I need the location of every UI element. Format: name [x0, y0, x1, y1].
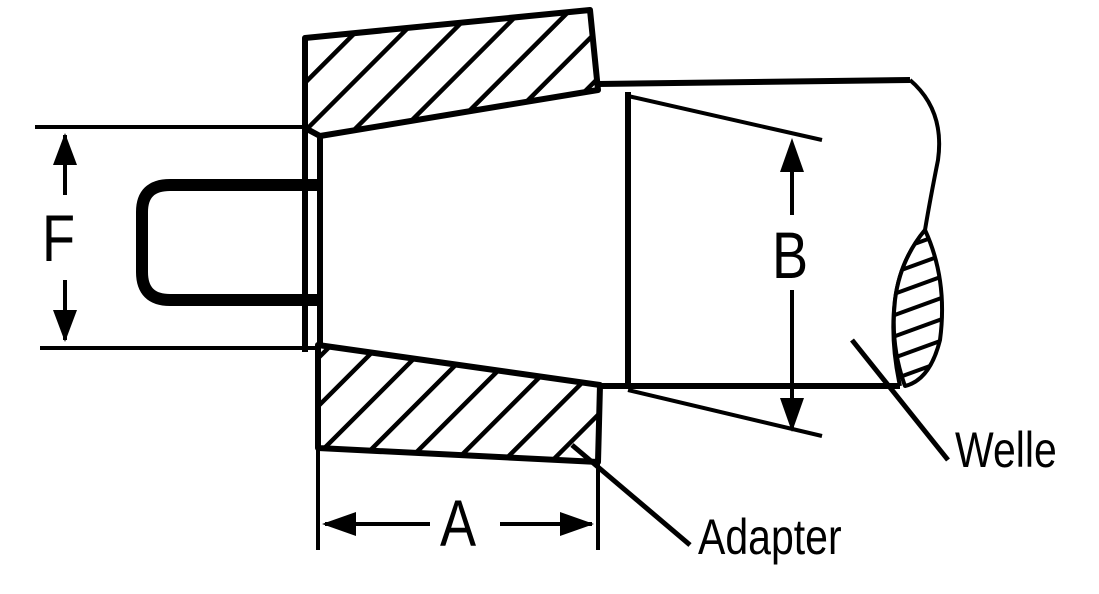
- welle-leader-line: [850, 338, 950, 462]
- a-arrow-left: [322, 512, 356, 536]
- shaft-end-knob: [136, 179, 320, 306]
- b-arrow-up: [780, 138, 804, 172]
- dimension-label-b: B: [772, 218, 809, 292]
- dimension-label-f: F: [42, 201, 76, 275]
- welle-label: Welle: [955, 422, 1057, 478]
- adapter-label: Adapter: [698, 509, 842, 565]
- f-arrow-up: [53, 133, 77, 165]
- adapter-upper-section: [302, 7, 601, 139]
- shaft-break-section: [891, 228, 945, 388]
- cone-extension-line: [627, 94, 823, 142]
- adapter-leader-line: [570, 443, 692, 547]
- adapter-lower-section: [315, 342, 603, 465]
- b-arrow-down: [780, 398, 804, 432]
- shaft-top-edge: [597, 77, 911, 87]
- a-arrow-right: [560, 512, 594, 536]
- cone-extension-line: [627, 388, 823, 438]
- dimension-label-a: A: [440, 486, 477, 560]
- f-arrow-down: [53, 310, 77, 342]
